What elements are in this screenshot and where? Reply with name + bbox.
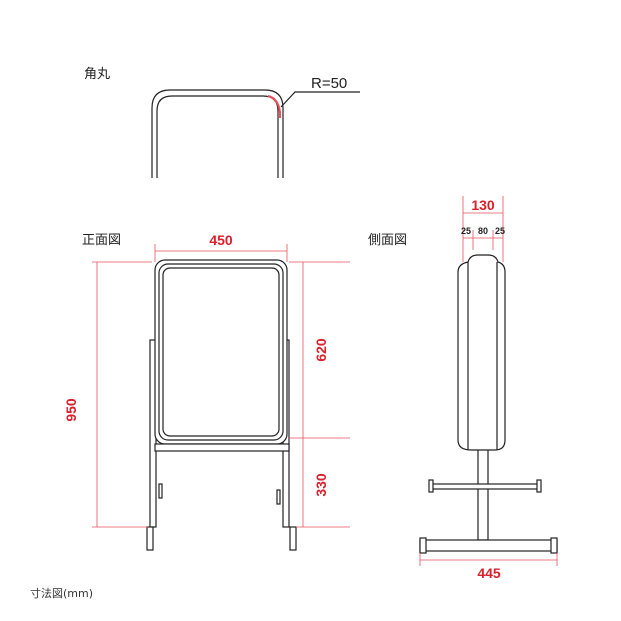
radius-label: R=50 [311, 75, 347, 92]
dim-base-width: 445 [477, 565, 501, 581]
dim-total-height: 950 [63, 398, 79, 422]
side-view-label: 側面図 [368, 233, 407, 248]
front-view: 正面図 450 950 620 330 [63, 232, 350, 551]
front-view-label: 正面図 [82, 233, 121, 248]
dim-panel-height: 620 [313, 338, 329, 362]
dim-front-width: 450 [209, 232, 233, 248]
dim-side-depth: 130 [471, 197, 495, 213]
footer-label: 寸法図(mm) [30, 586, 93, 600]
dim-side-left: 25 [461, 226, 471, 236]
dim-side-right: 25 [495, 226, 505, 236]
dim-side-mid: 80 [478, 226, 488, 236]
corner-label: 角丸 [84, 67, 110, 82]
side-view: 側面図 130 25 80 25 445 [368, 196, 558, 581]
corner-detail: 角丸 R=50 [84, 67, 360, 178]
dim-base-height: 330 [313, 473, 329, 497]
